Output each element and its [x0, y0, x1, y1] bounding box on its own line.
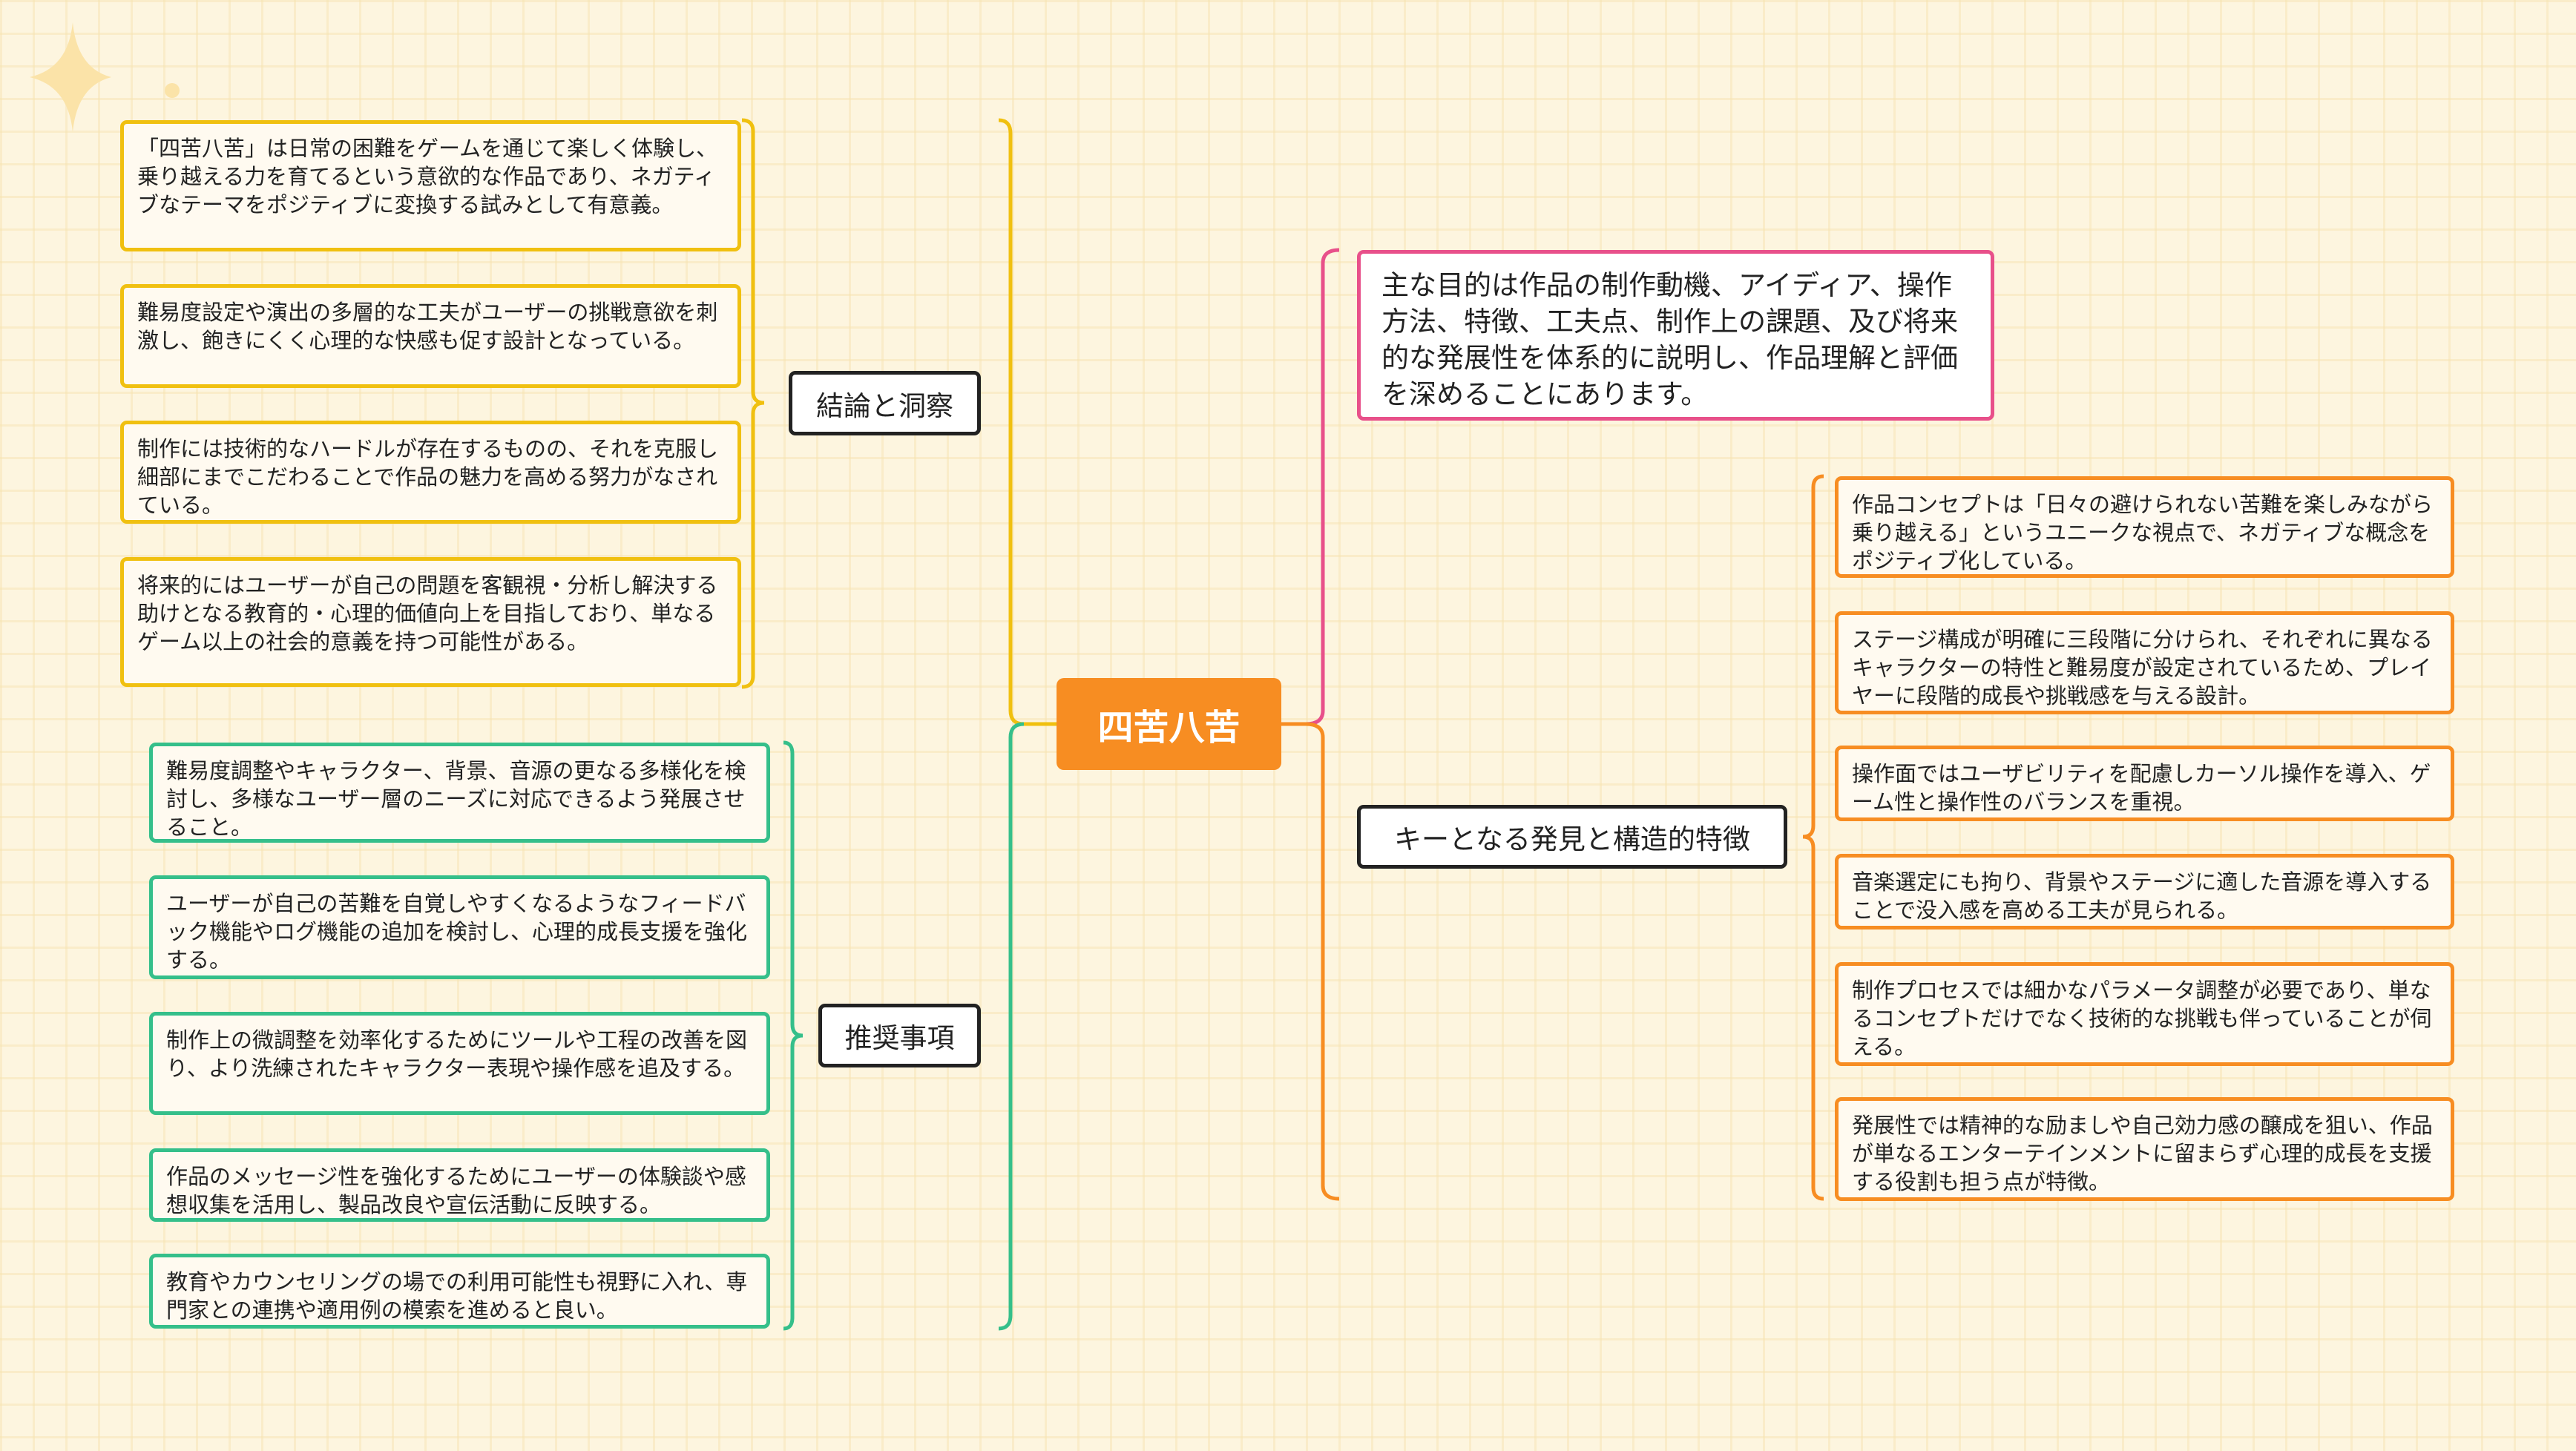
recommendation-node[interactable]: 推奨事項	[818, 1004, 981, 1067]
recommendation-item-2[interactable]: ユーザーが自己の苦難を自覚しやすくなるようなフィードバック機能やログ機能の追加を…	[149, 875, 770, 979]
recommendation-item-5[interactable]: 教育やカウンセリングの場での利用可能性も視野に入れ、専門家との連携や適用例の模索…	[149, 1254, 770, 1329]
findings-item-1[interactable]: 作品コンセプトは「日々の避けられない苦難を楽しみながら乗り越える」というユニーク…	[1835, 476, 2454, 578]
findings-node[interactable]: キーとなる発見と構造的特徴	[1357, 805, 1787, 869]
findings-item-5[interactable]: 制作プロセスでは細かなパラメータ調整が必要であり、単なるコンセプトだけでなく技術…	[1835, 962, 2454, 1066]
central-topic-node[interactable]: 四苦八苦	[1057, 678, 1281, 770]
sparkle-icon	[30, 22, 111, 132]
main-brace-conclusion	[998, 118, 1025, 726]
findings-item-3[interactable]: 操作面ではユーザビリティを配慮しカーソル操作を導入、ゲーム性と操作性のバランスを…	[1835, 746, 2454, 821]
findings-item-2[interactable]: ステージ構成が明確に三段階に分けられ、それぞれに異なるキャラクターの特性と難易度…	[1835, 611, 2454, 714]
conclusion-node[interactable]: 結論と洞察	[789, 371, 981, 435]
main-brace-purpose	[1305, 248, 1340, 726]
recommendation-item-3[interactable]: 制作上の微調整を効率化するためにツールや工程の改善を図り、より洗練されたキャラク…	[149, 1012, 770, 1115]
recommendation-item-1[interactable]: 難易度調整やキャラクター、背景、音源の更なる多様化を検討し、多様なユーザー層のニ…	[149, 743, 770, 843]
conclusion-item-2[interactable]: 難易度設定や演出の多層的な工夫がユーザーの挑戦意欲を刺激し、飽きにくく心理的な快…	[120, 284, 741, 388]
findings-item-4[interactable]: 音楽選定にも拘り、背景やステージに適した音源を導入することで没入感を高める工夫が…	[1835, 854, 2454, 930]
conclusion-item-1[interactable]: 「四苦八苦」は日常の困難をゲームを通じて楽しく体験し、乗り越える力を育てるという…	[120, 120, 741, 251]
conclusion-items-brace	[741, 118, 765, 689]
conclusion-item-3[interactable]: 制作には技術的なハードルが存在するものの、それを克服し細部にまでこだわることで作…	[120, 421, 741, 524]
main-brace-findings	[1305, 722, 1340, 1201]
findings-item-6[interactable]: 発展性では精神的な励ましや自己効力感の醸成を狙い、作品が単なるエンターテインメン…	[1835, 1097, 2454, 1201]
main-brace-recommendation	[998, 722, 1025, 1331]
recommendation-item-4[interactable]: 作品のメッセージ性を強化するためにユーザーの体験談や感想収集を活用し、製品改良や…	[149, 1148, 770, 1222]
findings-items-brace	[1802, 474, 1824, 1201]
purpose-node[interactable]: 主な目的は作品の制作動機、アイディア、操作方法、特徴、工夫点、制作上の課題、及び…	[1357, 250, 1994, 421]
sparkle-dot-icon	[165, 83, 180, 98]
recommendation-items-brace	[783, 740, 804, 1331]
conclusion-item-4[interactable]: 将来的にはユーザーが自己の問題を客観視・分析し解決する助けとなる教育的・心理的価…	[120, 557, 741, 687]
